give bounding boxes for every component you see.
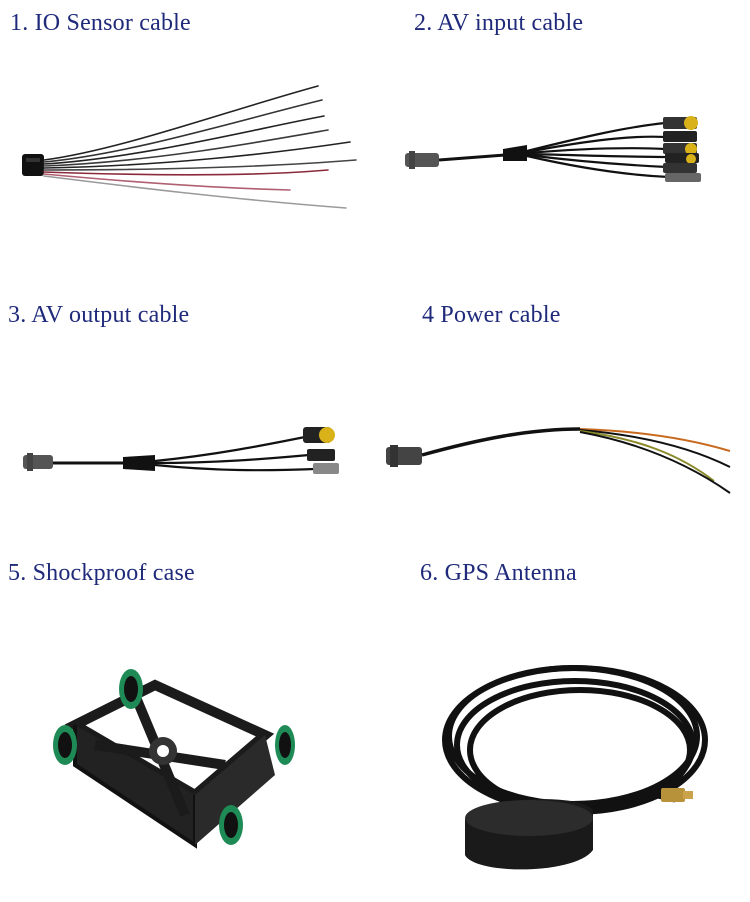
gps-antenna-label: 6. GPS Antenna: [420, 560, 577, 586]
av-input-cable-label: 2. AV input cable: [414, 10, 584, 36]
gps-antenna-photo: [442, 665, 708, 870]
power-cable-photo: [386, 427, 731, 494]
shockproof-case-photo: [53, 669, 295, 849]
av-output-cable-label: 3. AV output cable: [8, 302, 190, 328]
io-sensor-cable-photo: [22, 85, 357, 209]
shockproof-case-label: 5. Shockproof case: [8, 560, 195, 586]
av-output-cable-photo: [23, 427, 339, 474]
power-cable-label: 4 Power cable: [422, 302, 561, 328]
av-input-cable-photo: [405, 116, 701, 182]
io-sensor-cable-label: 1. IO Sensor cable: [10, 10, 191, 36]
